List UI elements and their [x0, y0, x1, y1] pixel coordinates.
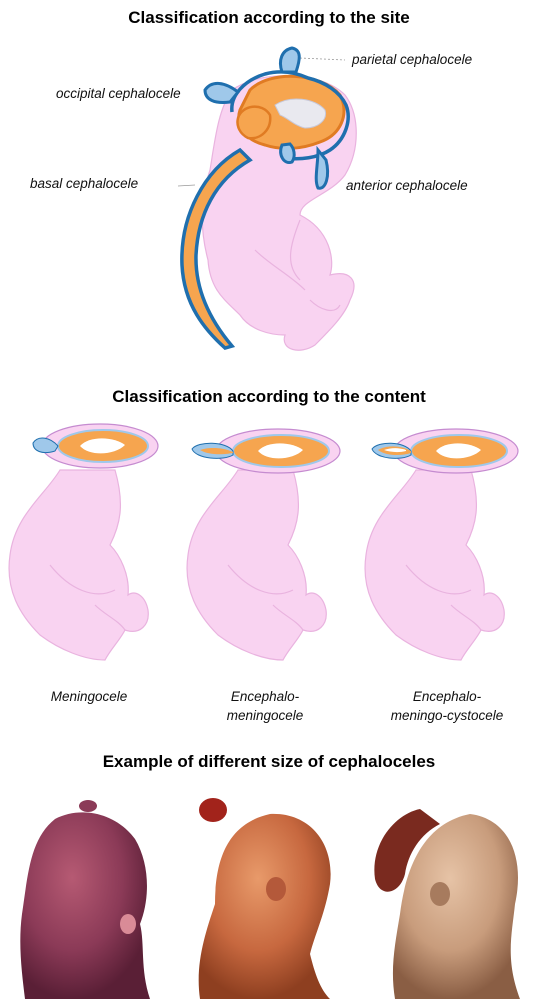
caption-encephalomeningocele-line1: Encephalo- — [230, 689, 300, 704]
label-occipital: occipital cephalocele — [56, 86, 181, 101]
meningocele-figure — [8, 423, 159, 661]
site-classification-figure — [177, 46, 357, 351]
label-anterior: anterior cephalocele — [346, 178, 468, 193]
heading-site: Classification according to the site — [128, 8, 410, 27]
example-photo-medium — [198, 798, 331, 999]
example-photo-large — [374, 809, 520, 999]
anterior-cephalocele — [314, 145, 330, 190]
encephalomeningocele-ventricle — [258, 443, 303, 459]
caption-cystocele-line1: Encephalo- — [412, 689, 482, 704]
parietal-leader-line — [299, 57, 346, 61]
caption-encephalomeningocele: Encephalo- meningocele — [190, 687, 340, 725]
ventricle — [274, 98, 327, 129]
fetus-limb-lines — [254, 219, 341, 312]
encephalomeningocele-herniated-brain — [200, 447, 233, 455]
caption-encephalomeningocele-line2: meningocele — [226, 708, 304, 723]
dura-outline — [230, 70, 350, 161]
meningocele-ventricle — [80, 438, 125, 454]
heading-examples: Example of different size of cephalocele… — [102, 752, 436, 771]
example-photo-small — [20, 800, 150, 999]
label-basal: basal cephalocele — [30, 176, 139, 191]
caption-meningocele-line1: Meningocele — [50, 689, 128, 704]
caption-meningocele: Meningocele — [14, 687, 164, 706]
examples-photos — [20, 798, 520, 999]
cerebellum — [236, 105, 272, 140]
basal-cephalocele — [279, 142, 296, 165]
caption-cystocele-line2: meningo-cystocele — [390, 708, 504, 723]
caption-cystocele: Encephalo- meningo-cystocele — [362, 687, 532, 725]
basal-leader-line — [177, 184, 196, 187]
label-parietal: parietal cephalocele — [352, 52, 473, 67]
encephalomeningocele-figure — [186, 428, 341, 661]
encephalomeningocystocele-figure — [364, 428, 519, 661]
parietal-cephalocele — [278, 46, 301, 74]
spinal-canal-outline — [180, 147, 253, 350]
content-classification-figure — [8, 423, 519, 661]
meningocele-sac — [32, 437, 59, 454]
occipital-cephalocele — [203, 82, 241, 104]
cystocele-herniated-ventricle — [384, 448, 406, 453]
cystocele-ventricle — [436, 443, 481, 459]
heading-content: Classification according to the content — [112, 387, 426, 406]
